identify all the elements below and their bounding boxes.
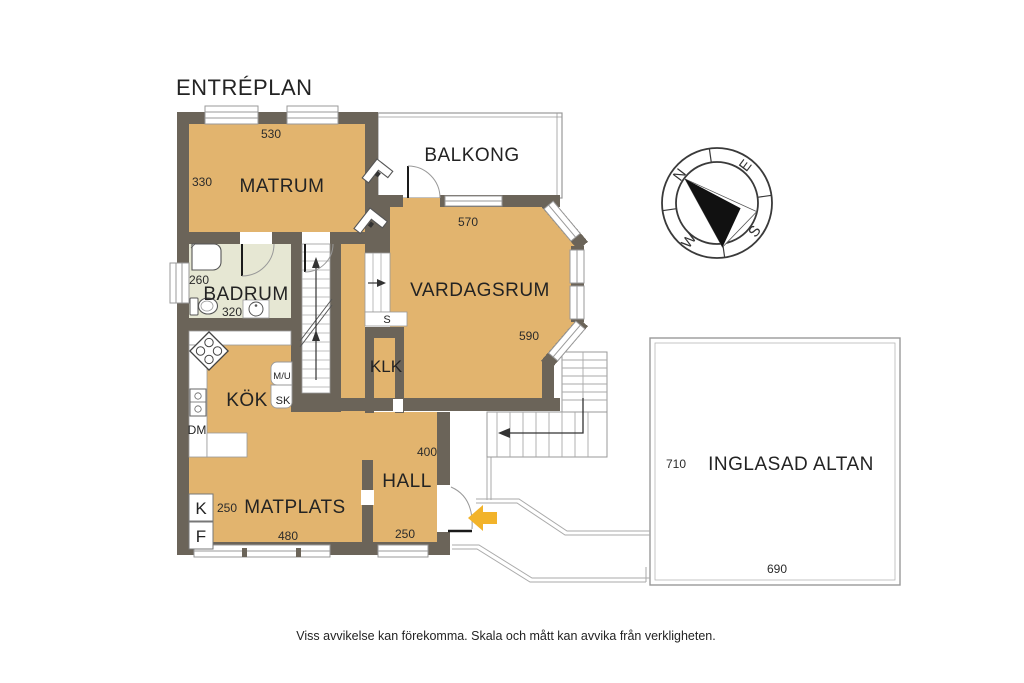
bathroom-sink-icon bbox=[242, 299, 270, 319]
room-label-klk: KLK bbox=[370, 357, 403, 376]
dim-hall-width: 250 bbox=[395, 527, 415, 541]
door-symbol-balkong-1 bbox=[361, 158, 394, 184]
label-cabinet: SK bbox=[276, 395, 291, 407]
room-label-balkong: BALKONG bbox=[424, 145, 519, 166]
dim-badrum-width: 320 bbox=[222, 305, 242, 319]
stair-direction-arrow bbox=[505, 398, 584, 434]
kitchen-fixtures bbox=[188, 330, 293, 550]
room-label-inglasad-altan: INGLASAD ALTAN bbox=[708, 454, 874, 475]
dim-matplats-width: 480 bbox=[278, 529, 298, 543]
dim-vardagsrum-height: 590 bbox=[519, 329, 539, 343]
steps-to-vardagsrum bbox=[364, 252, 408, 327]
door-symbol-balkong-2 bbox=[353, 207, 389, 235]
label-fridge: K bbox=[195, 499, 207, 518]
fridge-box bbox=[188, 493, 214, 522]
label-step: S bbox=[383, 314, 390, 326]
window-vardagsrum-bay-top bbox=[543, 200, 581, 242]
dim-hall-height: 400 bbox=[417, 445, 437, 459]
room-label-matplats: MATPLATS bbox=[244, 497, 345, 518]
entrance-arrow-icon bbox=[468, 505, 497, 531]
interior-staircase bbox=[299, 243, 333, 394]
room-label-matrum: MATRUM bbox=[240, 176, 325, 197]
dim-badrum-height: 260 bbox=[189, 273, 209, 287]
label-micro: M/U bbox=[273, 371, 291, 382]
room-label-hall: HALL bbox=[382, 471, 432, 492]
compass-icon: N E S W bbox=[661, 147, 773, 259]
window-matrum-top-left bbox=[204, 105, 259, 125]
freezer-box bbox=[188, 521, 214, 550]
floor-matplats bbox=[189, 412, 362, 542]
doors bbox=[241, 158, 473, 533]
window-matrum-top-right bbox=[286, 105, 339, 125]
sk-cabinet bbox=[270, 384, 293, 409]
dim-vardagsrum-width: 570 bbox=[458, 215, 478, 229]
room-inglasad-altan bbox=[649, 337, 901, 586]
label-freezer: F bbox=[196, 527, 206, 546]
floor-hall bbox=[341, 412, 437, 542]
floor-matrum bbox=[189, 124, 365, 232]
floor-vardagsrum bbox=[390, 207, 577, 398]
walkway-outline bbox=[452, 457, 650, 583]
counter-bottom bbox=[206, 432, 248, 458]
dim-altan-width: 690 bbox=[767, 562, 787, 576]
stove-icon bbox=[188, 330, 230, 372]
dim-altan-height: 710 bbox=[666, 457, 686, 471]
wall-openings bbox=[361, 399, 403, 505]
page-title: ENTRÉPLAN bbox=[176, 75, 313, 100]
disclaimer-text: Viss avvikelse kan förekomma. Skala och … bbox=[296, 629, 715, 643]
kitchen-sink-icon bbox=[189, 388, 207, 417]
room-label-badrum: BADRUM bbox=[203, 284, 288, 305]
dim-matplats-height: 250 bbox=[217, 501, 237, 515]
window-badrum-left bbox=[169, 262, 190, 304]
floor-klk bbox=[374, 338, 395, 404]
window-vardagsrum-bay-bottom bbox=[547, 320, 586, 362]
bathroom-fixtures bbox=[189, 242, 270, 319]
windows bbox=[169, 105, 586, 558]
label-dishwasher: DM bbox=[188, 423, 207, 437]
bathtub-icon bbox=[191, 243, 222, 271]
dim-matrum-height: 330 bbox=[192, 175, 212, 189]
room-label-vardagsrum: VARDAGSRUM bbox=[410, 280, 550, 301]
dim-matrum-width: 530 bbox=[261, 127, 281, 141]
floors bbox=[189, 124, 577, 542]
exterior-stairs bbox=[486, 351, 608, 458]
room-label-kok: KÖK bbox=[226, 390, 268, 411]
toilet-icon bbox=[189, 297, 219, 316]
